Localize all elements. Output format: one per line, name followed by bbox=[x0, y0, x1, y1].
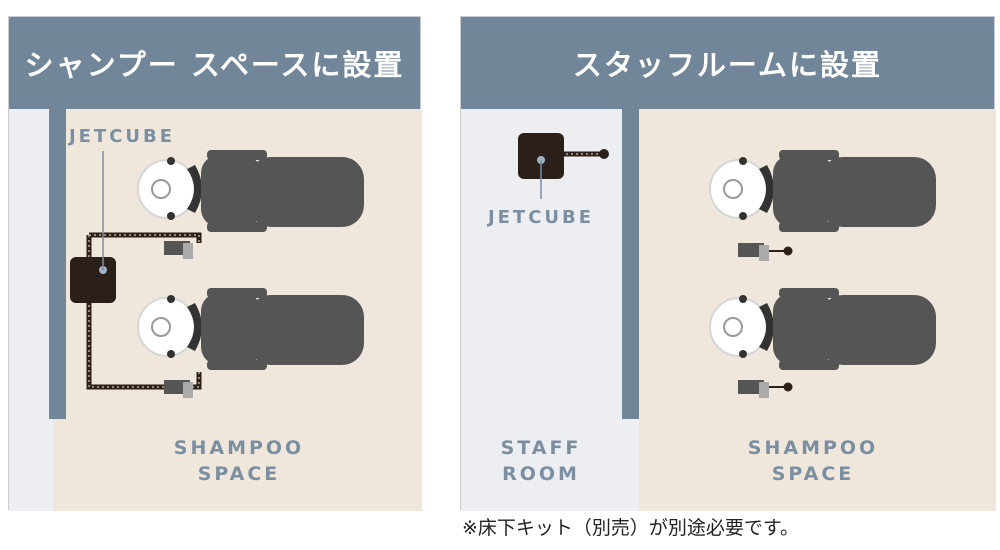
staff-room-label: STAFF ROOM bbox=[481, 435, 601, 487]
faucet-lower bbox=[738, 380, 793, 398]
area-label-line2: SPACE bbox=[197, 463, 281, 485]
staff-label-line1: STAFF bbox=[500, 437, 582, 459]
right-device-label: JETCUBE bbox=[487, 207, 595, 228]
jetcube-device bbox=[70, 257, 116, 303]
partition-wall bbox=[49, 109, 66, 419]
shampoo-chair-upper bbox=[137, 150, 364, 232]
shampoo-chair-upper bbox=[709, 150, 936, 232]
area-label-line2: SPACE bbox=[771, 463, 855, 485]
shampoo-chair-lower bbox=[709, 288, 936, 370]
left-panel-title: シャンプー スペースに設置 bbox=[9, 17, 420, 109]
shampoo-chair-lower bbox=[137, 288, 364, 370]
footnote: ※床下キット（別売）が別途必要です。 bbox=[462, 517, 800, 539]
left-area-label: SHAMPOO SPACE bbox=[159, 435, 319, 487]
faucet-lower bbox=[164, 380, 193, 398]
faucet-upper bbox=[164, 241, 193, 259]
right-panel-title: スタッフルームに設置 bbox=[461, 17, 994, 109]
partition-wall bbox=[622, 109, 639, 419]
area-label-line1: SHAMPOO bbox=[173, 437, 305, 459]
faucet-upper bbox=[738, 243, 793, 261]
left-panel: シャンプー スペースに設置 JETCUBE SHAMPOO SPACE bbox=[8, 16, 422, 511]
area-label-line1: SHAMPOO bbox=[747, 437, 879, 459]
staff-label-line2: ROOM bbox=[502, 463, 580, 485]
left-device-label: JETCUBE bbox=[68, 126, 176, 147]
hose-end bbox=[599, 149, 609, 159]
right-area-label: SHAMPOO SPACE bbox=[733, 435, 893, 487]
left-floor-plan bbox=[9, 109, 422, 511]
corridor-floor bbox=[9, 109, 53, 511]
right-panel: スタッフルームに設置 JETCUBE STAFF ROOM SHAMPOO SP… bbox=[460, 16, 996, 511]
right-floor-plan bbox=[461, 109, 996, 511]
